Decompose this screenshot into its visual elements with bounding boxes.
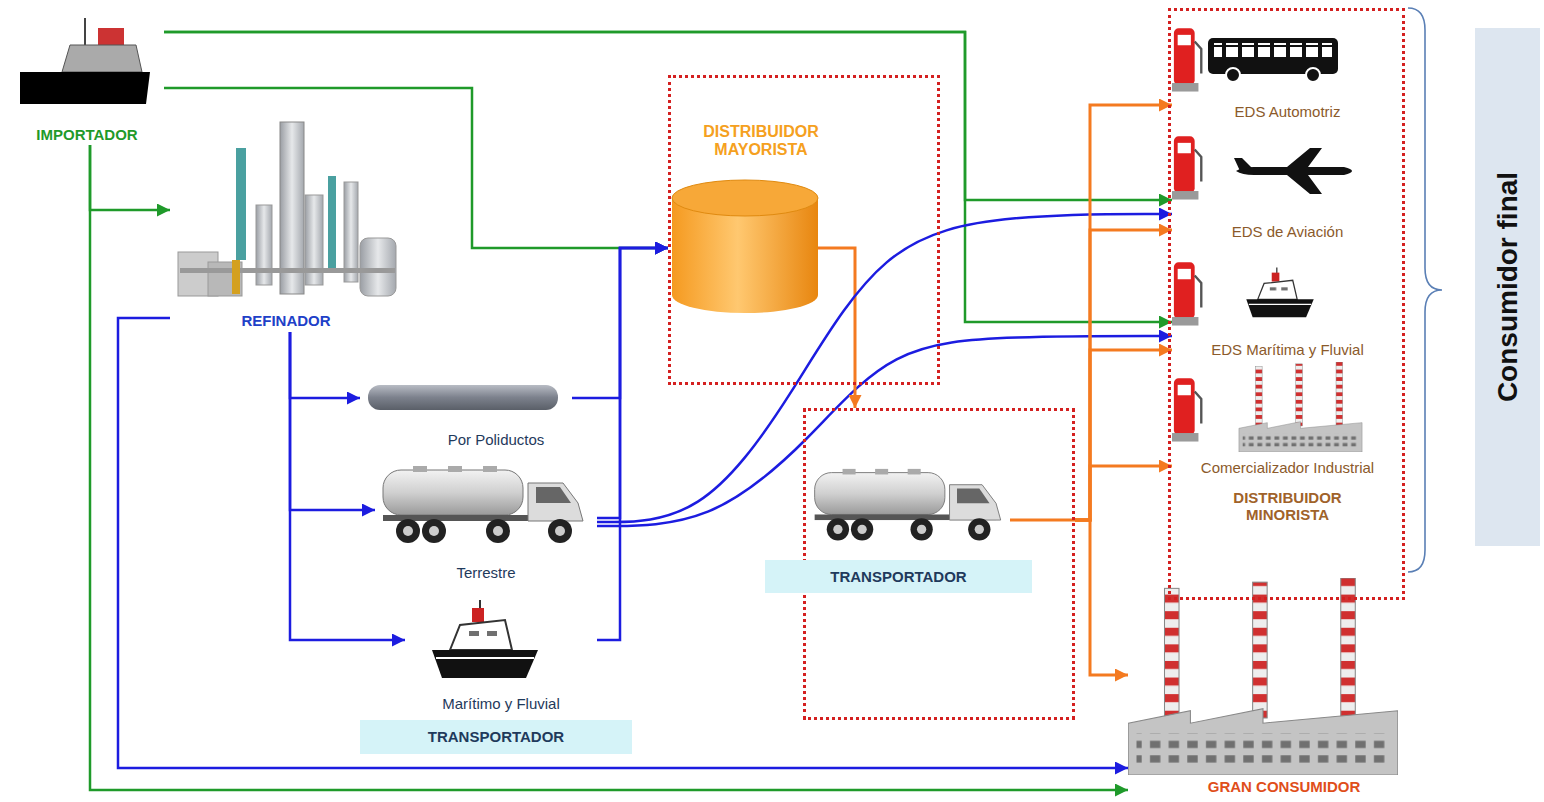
factory-icon (1239, 362, 1362, 452)
node-label: Marítimo y Fluvial (405, 695, 597, 712)
fuel-pump (1172, 136, 1201, 199)
flow-arrow (290, 332, 360, 398)
node-label: REFINADOR (170, 312, 402, 329)
node-label: EDS Automotriz (1172, 103, 1403, 120)
node-label: GRAN CONSUMIDOR (1168, 778, 1400, 795)
fuel-pump (1172, 262, 1201, 325)
station-node: EDS Automotriz (1172, 20, 1403, 122)
wholesaler-box: DISTRIBUIDOR MAYORISTA (668, 75, 940, 385)
node-label: DISTRIBUIDOR MINORISTA (1209, 489, 1366, 524)
refiner-node: REFINADOR (170, 110, 402, 332)
ship-icon (1246, 268, 1313, 318)
flow-arrow (90, 145, 1128, 790)
large-consumer-node: GRAN CONSUMIDOR (1128, 575, 1400, 797)
node-label: Comercializador Industrial (1172, 459, 1403, 476)
flow-arrow (597, 336, 1172, 526)
station-node: EDS de Aviación (1172, 125, 1403, 242)
power-plant (1128, 578, 1398, 775)
bracket (1408, 8, 1442, 572)
flow-arrow (854, 385, 857, 408)
retailer-box: DISTRIBUIDOR MINORISTA EDS AutomotrizEDS … (1168, 8, 1405, 600)
transporter-box: TRANSPORTADOR (803, 408, 1075, 720)
flow-arrow (1075, 105, 1172, 520)
flow-arrow (164, 88, 668, 248)
node-label: Terrestre (375, 564, 597, 581)
node-label: TRANSPORTADOR (765, 560, 1032, 593)
flow-arrow (597, 248, 668, 518)
flow-arrow (1075, 350, 1172, 520)
tank-truck (383, 466, 583, 543)
tanker-ship (432, 600, 538, 678)
importer-node: IMPORTADOR (10, 18, 164, 145)
node-label: Por Poliductos (420, 431, 572, 448)
tank-outlet-line (818, 248, 855, 385)
flow-arrow (597, 214, 1172, 522)
flow-arrow (90, 145, 170, 210)
refinery-illustration (178, 122, 396, 296)
node-label: TRANSPORTADOR (360, 720, 632, 753)
truck-outlet-line (1010, 519, 1075, 522)
final-consumer-band: Consumidor final (1475, 28, 1540, 546)
node-label: IMPORTADOR (10, 126, 164, 143)
flow-arrow (290, 332, 375, 510)
node-label: EDS de Aviación (1172, 223, 1403, 240)
station-node: EDS Marítima y Fluvial (1172, 252, 1403, 362)
flow-arrow (290, 332, 405, 640)
fuel-pump (1172, 378, 1201, 441)
storage-tank (672, 180, 818, 313)
fuel-pump (1172, 28, 1201, 91)
station-node: Comercializador Industrial (1172, 362, 1403, 480)
road-transport-node: Terrestre (375, 465, 597, 583)
flow-arrow (1075, 230, 1172, 520)
node-label: DISTRIBUIDOR MAYORISTA (675, 123, 847, 160)
flow-arrow (118, 318, 1128, 768)
flow-arrow (1075, 466, 1172, 520)
tank-truck (815, 469, 1001, 541)
flow-arrow (597, 248, 668, 640)
plane-icon (1234, 148, 1352, 194)
flow-arrow (1075, 520, 1128, 675)
pipeline-symbol (368, 385, 558, 410)
transporter-band: TRANSPORTADOR (360, 720, 632, 754)
bus-icon (1208, 38, 1338, 82)
node-label: EDS Marítima y Fluvial (1172, 341, 1403, 358)
node-label: Consumidor final (1491, 172, 1523, 402)
importer-ship (20, 18, 150, 104)
pipeline-node: Por Poliductos (360, 378, 572, 450)
sea-transport-node: Marítimo y Fluvial (405, 600, 597, 714)
